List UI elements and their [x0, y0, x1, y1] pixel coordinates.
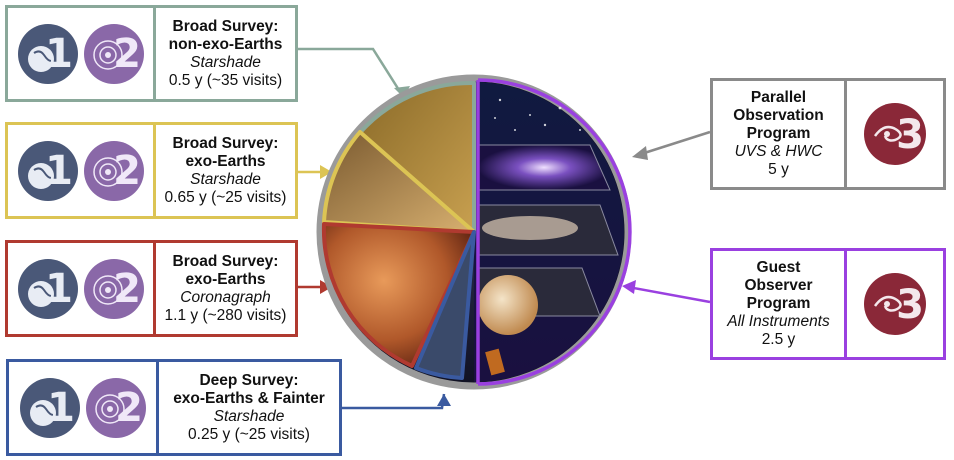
program-title-2: Observation [733, 107, 824, 124]
program-duration: 5 y [768, 161, 789, 178]
svg-text:2: 2 [113, 31, 141, 77]
program-title-3: Program [746, 295, 811, 312]
program-title-2: Observer [744, 277, 813, 294]
wedge-non-exo-earths [356, 80, 476, 234]
orbit-badge-icon: 2 [83, 23, 144, 84]
svg-text:3: 3 [896, 112, 924, 158]
planet-badge-icon: 1 [17, 258, 78, 319]
program-instrument: All Instruments [727, 313, 830, 330]
program-duration: 2.5 y [761, 331, 796, 348]
badge-group: 1 2 [9, 362, 159, 453]
program-duration: 1.1 y (~280 visits) [164, 306, 287, 324]
svg-text:2: 2 [113, 148, 141, 194]
program-title-1: Deep Survey: [199, 371, 299, 389]
program-instrument: Starshade [190, 170, 261, 188]
wedge-deep-survey [414, 230, 476, 380]
program-box-guest-observer: Guest Observer Program All Instruments 2… [710, 248, 946, 360]
program-text: Guest Observer Program All Instruments 2… [713, 251, 847, 357]
program-title-3: Program [746, 125, 811, 142]
program-text: Deep Survey: exo-Earths & Fainter Starsh… [159, 362, 339, 453]
program-box-broad-non-exo: 1 2 Broad Survey: non-exo-Earths Starsha… [5, 5, 298, 102]
orbit-badge-icon: 2 [85, 377, 146, 438]
planet-badge-icon: 1 [17, 23, 78, 84]
program-instrument: Coronagraph [180, 288, 271, 306]
svg-text:1: 1 [47, 385, 75, 431]
program-title-1: Broad Survey: [172, 252, 279, 270]
right-half-imagery [474, 82, 624, 382]
program-title-1: Parallel [750, 89, 807, 106]
orbit-badge-icon: 2 [83, 258, 144, 319]
svg-text:3: 3 [896, 282, 924, 328]
program-text: Broad Survey: non-exo-Earths Starshade 0… [156, 8, 295, 99]
program-text: Broad Survey: exo-Earths Coronagraph 1.1… [156, 243, 295, 334]
program-duration: 0.65 y (~25 visits) [164, 188, 287, 206]
planet-badge-icon: 1 [19, 377, 80, 438]
wedge-exo-earths-starshade [322, 130, 476, 234]
guest-observer-outline [477, 78, 632, 386]
program-box-parallel-observation: Parallel Observation Program UVS & HWC 5… [710, 78, 946, 190]
program-title-2: exo-Earths [185, 270, 266, 288]
program-instrument: UVS & HWC [734, 143, 823, 160]
badge-group: 1 2 [8, 125, 156, 216]
galaxy-badge-icon: 3 [864, 273, 926, 335]
program-title-2: exo-Earths [185, 152, 266, 170]
galaxy-badge-icon: 3 [864, 103, 926, 165]
svg-text:2: 2 [113, 266, 141, 312]
program-instrument: Starshade [190, 53, 261, 71]
planet-badge-icon: 1 [17, 140, 78, 201]
program-title-1: Broad Survey: [172, 17, 279, 35]
program-instrument: Starshade [213, 407, 285, 425]
svg-text:1: 1 [45, 266, 73, 312]
badge-group: 1 2 [8, 243, 156, 334]
program-title-1: Guest [756, 259, 801, 276]
program-title-2: non-exo-Earths [168, 35, 283, 53]
program-duration: 0.5 y (~35 visits) [168, 71, 283, 89]
program-duration: 0.25 y (~25 visits) [188, 425, 310, 443]
wedge-exo-earths-coronagraph [321, 222, 476, 368]
program-box-broad-exo-coronagraph: 1 2 Broad Survey: exo-Earths Coronagraph… [5, 240, 298, 337]
badge-group: 3 [847, 81, 943, 187]
program-box-broad-exo-starshade: 1 2 Broad Survey: exo-Earths Starshade 0… [5, 122, 298, 219]
svg-text:1: 1 [45, 31, 73, 77]
program-text: Broad Survey: exo-Earths Starshade 0.65 … [156, 125, 295, 216]
badge-group: 1 2 [8, 8, 156, 99]
svg-text:2: 2 [115, 385, 143, 431]
orbit-badge-icon: 2 [83, 140, 144, 201]
program-title-1: Broad Survey: [172, 134, 279, 152]
program-title-2: exo-Earths & Fainter [173, 389, 325, 407]
program-box-deep-survey: 1 2 Deep Survey: exo-Earths & Fainter St… [6, 359, 342, 456]
badge-group: 3 [847, 251, 943, 357]
program-text: Parallel Observation Program UVS & HWC 5… [713, 81, 847, 187]
svg-text:1: 1 [45, 148, 73, 194]
